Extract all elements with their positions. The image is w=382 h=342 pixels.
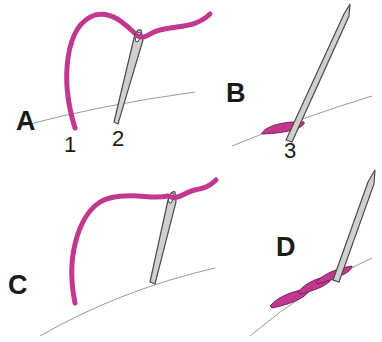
thread xyxy=(171,180,216,198)
fabric-edge xyxy=(18,92,372,336)
panel-letter: C xyxy=(8,272,28,299)
callout-number: 1 xyxy=(64,134,76,156)
callout-number: 2 xyxy=(112,128,124,150)
callout-number: 3 xyxy=(284,140,296,162)
stitch xyxy=(316,266,352,284)
panel-letter: B xyxy=(226,80,246,107)
needle xyxy=(286,4,350,142)
fabric-edge xyxy=(40,268,215,336)
panel-letter: D xyxy=(276,234,296,261)
fabric-edge xyxy=(18,92,195,127)
thread xyxy=(72,196,168,303)
needle xyxy=(333,170,375,282)
thread xyxy=(138,14,210,37)
needle xyxy=(114,30,143,124)
fabric-edge xyxy=(250,258,372,336)
panel-letter: A xyxy=(16,108,36,135)
needle xyxy=(150,192,176,284)
